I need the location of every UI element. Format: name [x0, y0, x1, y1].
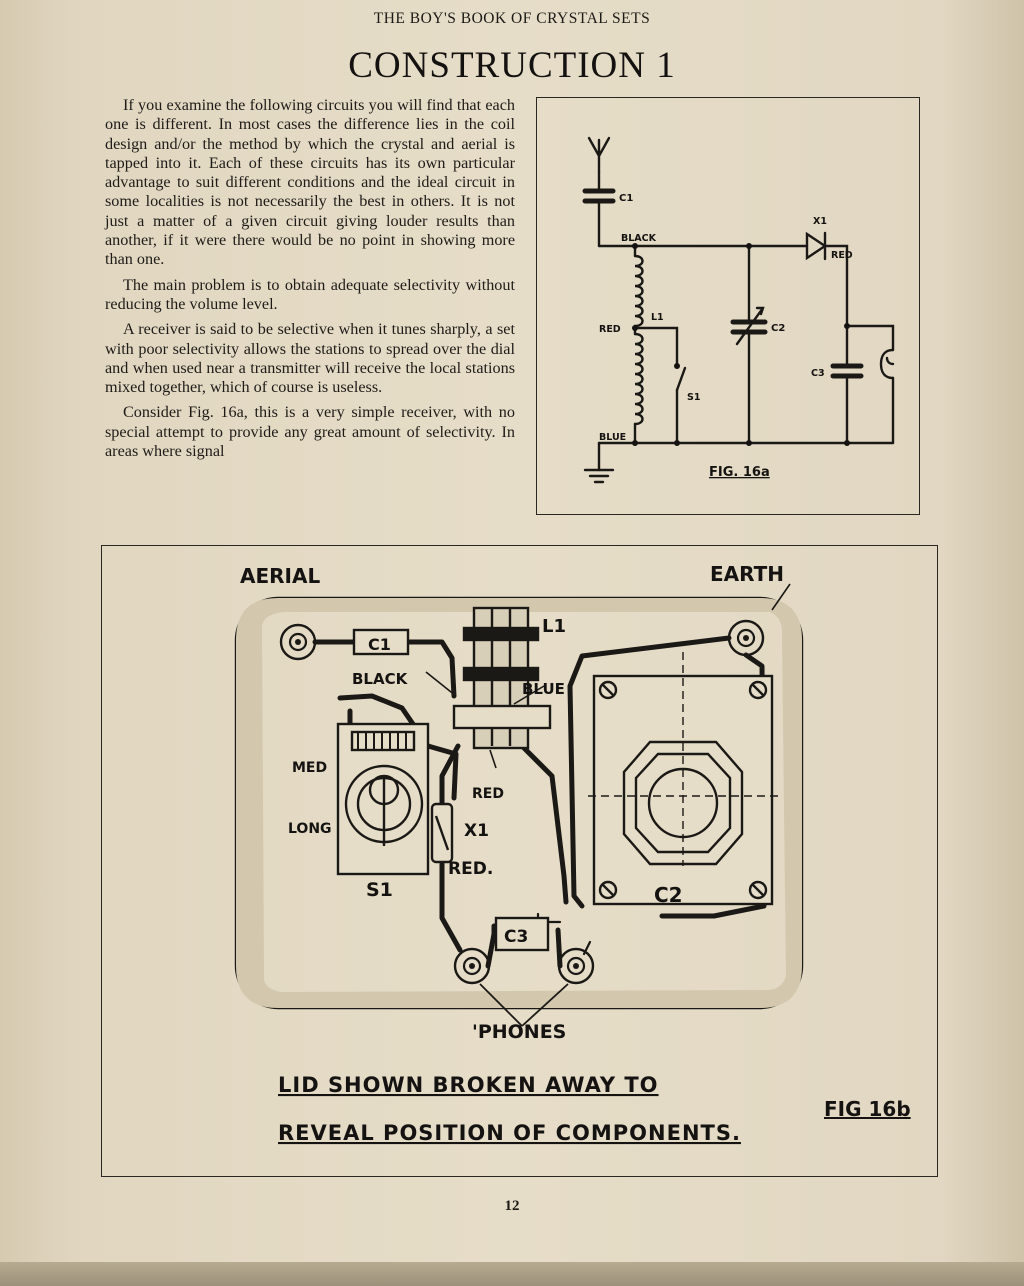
label-s1: S1: [687, 392, 700, 403]
chapter-title: CONSTRUCTION 1: [348, 45, 676, 86]
figure-16a: C1 BLACK X1 RED L1 RED C2 C3 S1 BLUE FIG…: [536, 97, 920, 515]
label-red: RED: [472, 786, 504, 802]
paragraph-1: If you examine the following circuits yo…: [105, 96, 515, 269]
phones-terminal-right: [557, 947, 595, 985]
body-text-column: If you examine the following circuits yo…: [105, 96, 515, 467]
label-l1: L1: [651, 312, 664, 323]
label-red-tap: RED: [599, 324, 621, 335]
label-x1: X1: [464, 821, 489, 841]
paragraph-4: Consider Fig. 16a, this is a very simple…: [105, 403, 515, 461]
label-black: BLACK: [621, 233, 657, 244]
coil-l1-upper: [633, 254, 644, 328]
circuit-schematic: C1 BLACK X1 RED L1 RED C2 C3 S1 BLUE FIG…: [582, 136, 895, 484]
label-c1: C1: [368, 635, 391, 654]
label-red-dot: RED.: [448, 859, 493, 879]
label-blue: BLUE: [522, 680, 565, 698]
page-edge: [0, 1262, 1024, 1286]
earth-terminal: [727, 619, 765, 657]
figure-note-line-2: REVEAL POSITION OF COMPONENTS.: [278, 1121, 741, 1145]
coil-l1: [452, 606, 552, 750]
headphone-symbol: [879, 348, 895, 380]
label-earth: EARTH: [710, 562, 784, 586]
diode-x1: [805, 231, 828, 261]
fig16a-caption: FIG. 16a: [709, 465, 770, 480]
running-head: THE BOY'S BOOK OF CRYSTAL SETS: [373, 10, 651, 27]
phones-terminal-left: [453, 947, 491, 985]
coil-l1-lower: [633, 332, 644, 426]
label-red-diode: RED: [831, 250, 853, 261]
capacitor-c3: [494, 916, 550, 952]
label-c3: C3: [811, 368, 825, 379]
label-l1: L1: [542, 616, 566, 637]
label-c3: C3: [504, 927, 528, 947]
capacitor-c1: [352, 628, 410, 656]
label-c2: C2: [771, 323, 785, 334]
label-aerial: AERIAL: [240, 564, 320, 588]
switch-s1: [336, 722, 430, 876]
component-layout-drawing: AERIAL EARTH C1 L1 BLACK BLUE MED LONG R…: [234, 562, 911, 1145]
label-phones: 'PHONES: [472, 1021, 566, 1043]
label-black: BLACK: [352, 670, 409, 688]
crystal-detector-x1: [430, 802, 454, 864]
label-med: MED: [292, 760, 327, 776]
label-c1: C1: [619, 193, 633, 204]
earth-symbol: [583, 468, 615, 484]
label-long: LONG: [288, 821, 332, 837]
aerial-terminal: [279, 623, 317, 661]
page-number: 12: [504, 1198, 520, 1214]
switch-s1: [675, 366, 687, 392]
tuning-capacitor-c2: [588, 652, 778, 906]
paragraph-2: The main problem is to obtain adequate s…: [105, 275, 515, 313]
figure-note-line-1: LID SHOWN BROKEN AWAY TO: [278, 1073, 659, 1097]
label-s1: S1: [366, 879, 393, 901]
aerial-symbol: [587, 136, 611, 174]
figure-16b: AERIAL EARTH C1 L1 BLACK BLUE MED LONG R…: [101, 545, 938, 1177]
fig16b-caption: FIG 16b: [824, 1097, 911, 1121]
label-blue: BLUE: [599, 432, 626, 443]
label-x1: X1: [813, 216, 827, 227]
paragraph-3: A receiver is said to be selective when …: [105, 320, 515, 397]
label-c2: C2: [654, 883, 683, 907]
